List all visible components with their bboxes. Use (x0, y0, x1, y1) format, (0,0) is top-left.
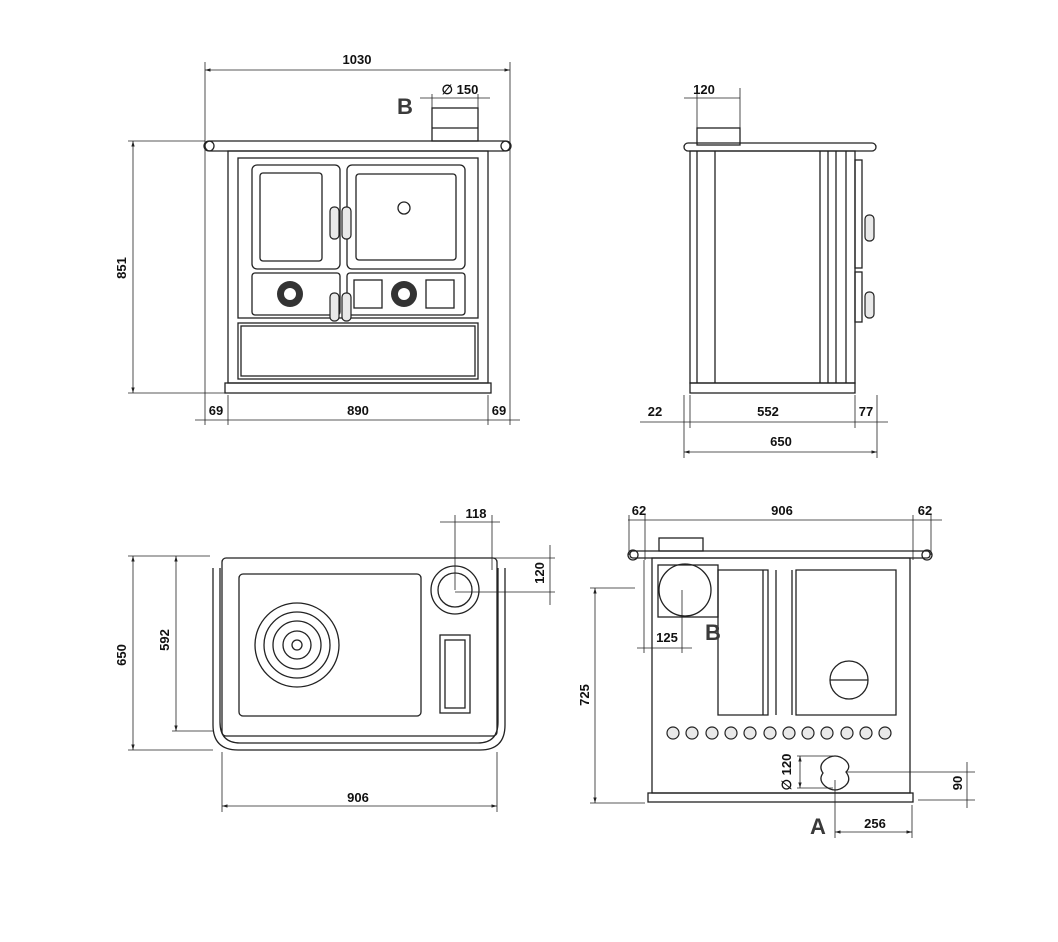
front-body (227, 150, 489, 384)
flue-outlet-back (658, 563, 712, 617)
vent-holes (666, 726, 892, 740)
dim-air-offset-x: 256 (864, 816, 886, 831)
dim-top-depth-overall: 650 (114, 644, 129, 666)
back-plinth (647, 792, 914, 803)
dim-side-right: 69 (492, 403, 506, 418)
flue-label-b-back: B (705, 620, 721, 645)
top-rail (204, 140, 511, 152)
dim-flue-height: 725 (577, 684, 592, 706)
dim-rail-left: 62 (632, 503, 646, 518)
dim-front-protrusion: 77 (859, 404, 873, 419)
dim-flue-diameter: ∅ 150 (442, 82, 479, 97)
drawer (237, 322, 479, 380)
dim-top-flue-y: 120 (532, 562, 547, 584)
dim-side-left: 69 (209, 403, 223, 418)
flue-label-b: B (397, 94, 413, 119)
top-body (221, 557, 498, 737)
dim-air-height: 90 (950, 776, 965, 790)
flue-pipe (431, 107, 479, 142)
dim-top-depth-body: 592 (157, 629, 172, 651)
dim-flue-offset: 120 (693, 82, 715, 97)
dim-rail-right: 62 (918, 503, 932, 518)
dim-depth-body: 552 (757, 404, 779, 419)
hotplate (238, 573, 422, 717)
air-label-a: A (810, 814, 826, 839)
dim-back-width: 906 (771, 503, 793, 518)
dim-depth-overall: 650 (770, 434, 792, 449)
dim-air-diameter: ∅ 120 (779, 754, 794, 791)
fire-box-cover (439, 634, 471, 714)
side-view: 120 22 552 77 650 (640, 82, 888, 458)
plinth (224, 382, 492, 394)
top-view: 118 120 650 592 906 (114, 506, 555, 812)
back-view: 62 906 62 B 125 725 ∅ 120 90 A 256 (577, 503, 975, 839)
dim-height: 851 (114, 257, 129, 279)
air-inlet-a (820, 755, 850, 791)
dim-width-body: 890 (347, 403, 369, 418)
dim-top-flue-x: 118 (466, 506, 487, 521)
dim-back-flue-x: 125 (656, 630, 678, 645)
ashpan-door (251, 272, 341, 316)
dim-rear-gap: 22 (648, 404, 662, 419)
oven-door-right (346, 164, 466, 270)
dim-width-overall: 1030 (343, 52, 372, 67)
dim-top-width: 906 (347, 790, 369, 805)
oven-door-left (251, 164, 341, 270)
front-view: 1030 B ∅ 150 851 69 890 69 (114, 52, 520, 425)
